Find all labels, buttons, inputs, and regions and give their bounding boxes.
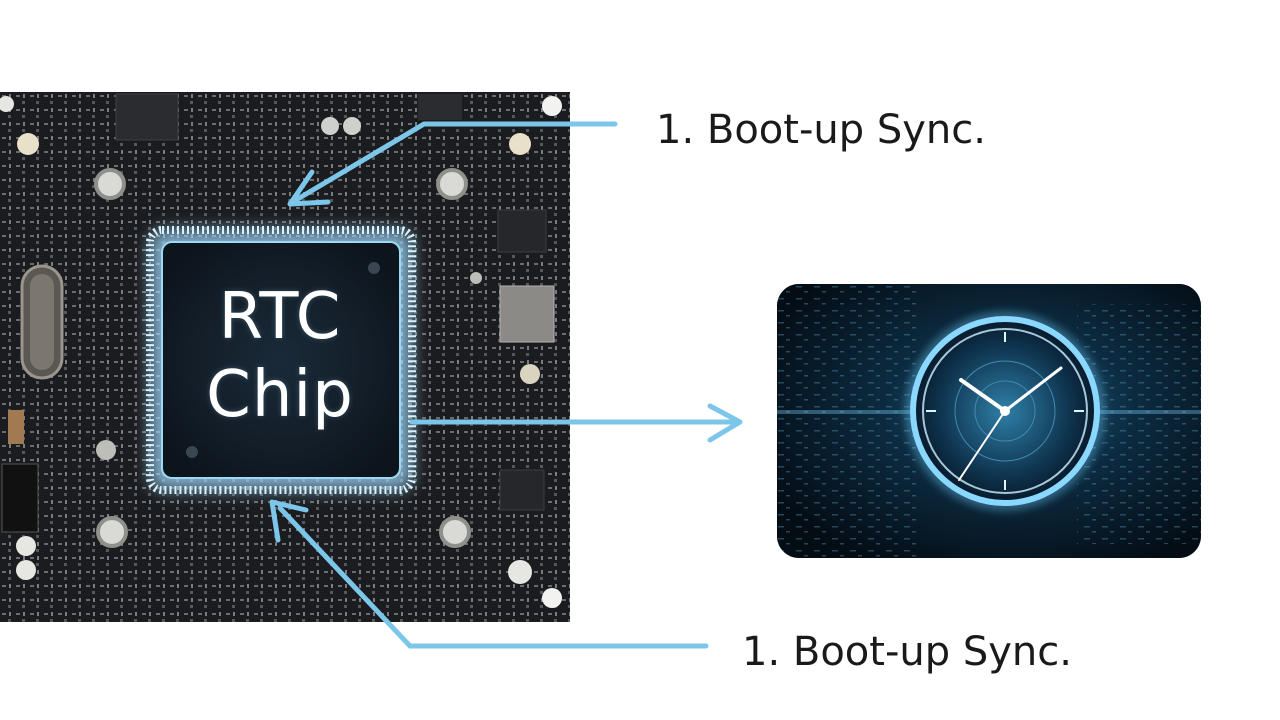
rtc-chip-label: RTC Chip [160,278,400,434]
clock-image-card [777,284,1201,558]
chip-label-line1: RTC [218,280,342,354]
label-boot-up-sync-top: 1. Boot-up Sync. [656,107,986,153]
arrow-middle-head [707,403,743,443]
chip-label-line2: Chip [206,358,354,432]
label-boot-up-sync-bottom: 1. Boot-up Sync. [742,629,1072,675]
clock-icon [777,284,1201,558]
